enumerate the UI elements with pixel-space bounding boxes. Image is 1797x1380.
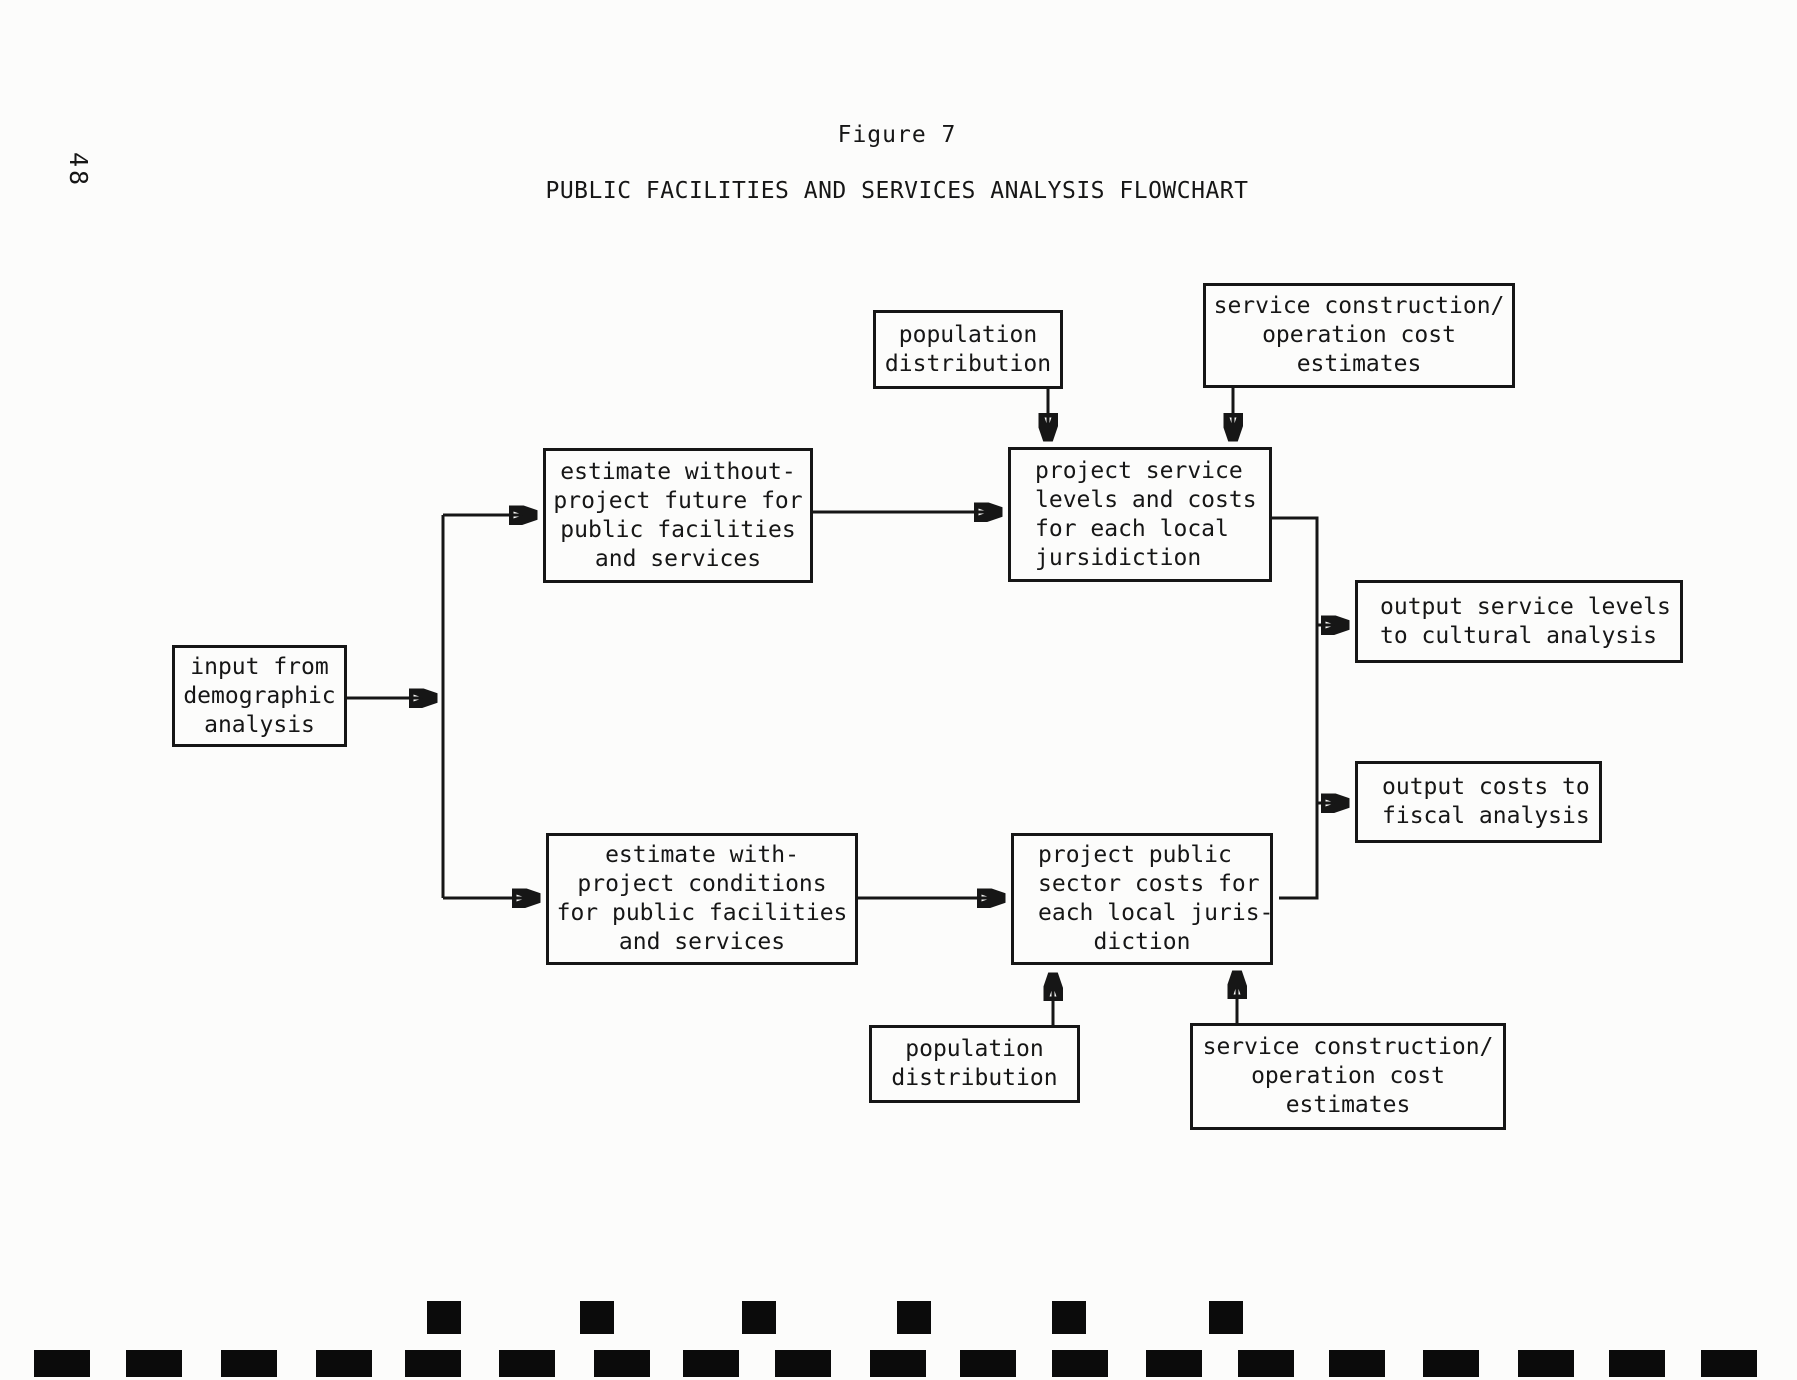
scan-square bbox=[897, 1301, 931, 1334]
box-text-line: input from bbox=[190, 653, 329, 680]
box-text-line: distribution bbox=[891, 1065, 1058, 1091]
page-number: 48 bbox=[64, 151, 93, 189]
box-text-line: service construction/ bbox=[1213, 293, 1505, 319]
connector-output-bus bbox=[1272, 516, 1319, 900]
scan-dash bbox=[1518, 1350, 1574, 1377]
scan-dash bbox=[126, 1350, 182, 1377]
scan-dash bbox=[1052, 1350, 1108, 1377]
box-text-line: operation cost bbox=[1251, 1063, 1445, 1089]
scan-dash bbox=[34, 1350, 90, 1377]
scan-dash bbox=[1701, 1350, 1757, 1377]
box-estimate-with-project: estimate with-project conditions for publ… bbox=[546, 833, 858, 965]
box-text-line: service construction/ bbox=[1202, 1034, 1494, 1060]
scan-dash bbox=[499, 1350, 555, 1377]
box-text-line: project future for bbox=[553, 487, 803, 514]
scan-dash bbox=[1423, 1350, 1479, 1377]
scan-square bbox=[1052, 1301, 1086, 1334]
box-text-line: population bbox=[898, 321, 1038, 348]
box-text-line: estimate with- bbox=[605, 842, 799, 868]
box-project-public-sector: project public sector costs for each local… bbox=[1011, 833, 1273, 965]
box-text-line: distribution bbox=[884, 350, 1052, 377]
box-text-line: operation cost bbox=[1262, 322, 1456, 348]
box-service-cost-estimates-top: service construction/operation cost estim… bbox=[1203, 283, 1515, 388]
scan-dash bbox=[1609, 1350, 1665, 1377]
box-output-costs: output costs to fiscal analysis bbox=[1355, 761, 1602, 843]
box-text-line: population bbox=[905, 1036, 1044, 1062]
box-text-line: diction bbox=[1093, 929, 1191, 955]
box-text-line: for each local bbox=[1035, 515, 1229, 542]
box-text-line: and services bbox=[594, 545, 762, 572]
box-text-line: project service bbox=[1035, 457, 1243, 484]
scan-square bbox=[742, 1301, 776, 1334]
scan-dash bbox=[775, 1350, 831, 1377]
box-text-line: estimates bbox=[1296, 351, 1422, 377]
scan-dash bbox=[870, 1350, 926, 1377]
scan-dash bbox=[683, 1350, 739, 1377]
box-text-line: and services bbox=[618, 929, 786, 955]
box-text-line: demographic bbox=[183, 682, 336, 709]
scan-dash bbox=[221, 1350, 277, 1377]
scan-dash bbox=[1329, 1350, 1385, 1377]
box-text-line: estimate without- bbox=[560, 458, 796, 485]
scan-dash bbox=[594, 1350, 650, 1377]
box-text-line: analysis bbox=[204, 711, 315, 738]
box-text-line: output costs to bbox=[1382, 774, 1590, 800]
scan-dash bbox=[316, 1350, 372, 1377]
box-text-line: project conditions bbox=[577, 871, 827, 897]
box-text-line: estimates bbox=[1285, 1092, 1411, 1118]
box-text-line: to cultural analysis bbox=[1380, 622, 1657, 649]
box-text-line: project public bbox=[1038, 842, 1232, 868]
scan-square bbox=[580, 1301, 614, 1334]
scan-dash bbox=[1146, 1350, 1202, 1377]
box-text-line: public facilities bbox=[560, 516, 796, 543]
scan-square bbox=[1209, 1301, 1243, 1334]
box-text-line: sector costs for bbox=[1038, 871, 1260, 897]
box-text-line: fiscal analysis bbox=[1382, 803, 1590, 829]
scan-dash bbox=[1238, 1350, 1294, 1377]
scan-square bbox=[427, 1301, 461, 1334]
box-text-line: levels and costs bbox=[1035, 486, 1257, 513]
figure-title: PUBLIC FACILITIES AND SERVICES ANALYSIS … bbox=[545, 178, 1249, 204]
figure-label: Figure 7 bbox=[837, 122, 957, 148]
box-population-distribution-bottom: population distribution bbox=[869, 1025, 1080, 1103]
scan-dash bbox=[960, 1350, 1016, 1377]
box-text-line: each local juris- bbox=[1038, 900, 1274, 926]
scan-dash bbox=[405, 1350, 461, 1377]
figure-titles: Figure 7 PUBLIC FACILITIES AND SERVICES … bbox=[397, 122, 1397, 204]
box-service-cost-estimates-bottom: service construction/operation cost estim… bbox=[1190, 1023, 1506, 1130]
box-text-line: output service levels bbox=[1380, 593, 1671, 620]
box-text-line: jursidiction bbox=[1035, 544, 1202, 571]
box-text-line: for public facilities bbox=[556, 900, 848, 926]
